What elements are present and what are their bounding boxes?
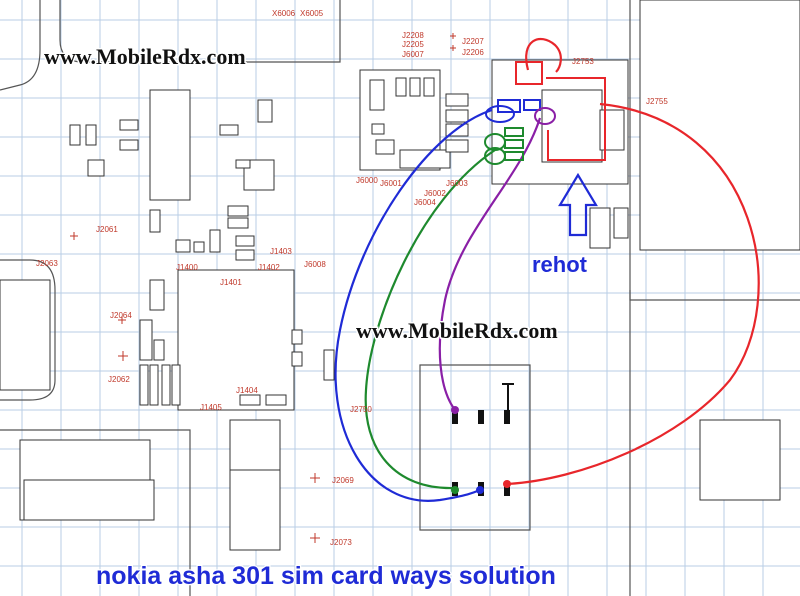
component-block: [235, 235, 255, 247]
component-block: [87, 159, 105, 177]
component-block: [171, 364, 181, 406]
ref-labels: X6006 X6005 J2208 J2207 J2205 J6007 J220…: [36, 9, 668, 547]
ref-j2207: J2207: [462, 37, 484, 46]
ref-j2206: J2206: [462, 48, 484, 57]
ref-j6000: J6000: [356, 176, 378, 185]
component-blocks: [0, 0, 800, 551]
ref-j6004: J6004: [414, 198, 436, 207]
component-block: [229, 469, 281, 551]
component-block: [149, 89, 191, 201]
component-block: [369, 79, 385, 111]
component-block: [23, 479, 155, 521]
diagram-caption: nokia asha 301 sim card ways solution: [96, 562, 556, 590]
rehot-annotation: rehot: [532, 252, 588, 277]
ref-j2061: J2061: [96, 225, 118, 234]
ref-j1402: J1402: [258, 263, 280, 272]
ref-j1400: J1400: [176, 263, 198, 272]
component-block: [371, 123, 385, 135]
component-block: [323, 349, 335, 381]
ref-j2205: J2205: [402, 40, 424, 49]
ref-x6005: X6005: [300, 9, 324, 18]
ref-j2208: J2208: [402, 31, 424, 40]
ref-j6007: J6007: [402, 50, 424, 59]
component-block: [445, 93, 469, 107]
highlight-outlines: [484, 61, 606, 165]
component-block: [375, 139, 395, 155]
component-block: [149, 364, 159, 406]
blue-jumper-wire: [334, 108, 493, 502]
component-block: [227, 217, 249, 229]
component-block: [239, 394, 261, 406]
watermark-middle: www.MobileRdx.com: [356, 318, 558, 343]
ref-j2069: J2069: [332, 476, 354, 485]
component-block: [291, 351, 303, 367]
component-block: [291, 329, 303, 345]
component-block: [85, 124, 97, 146]
component-block: [177, 269, 295, 411]
component-block: [589, 207, 611, 249]
arrow-up-icon: [558, 172, 598, 237]
component-block: [227, 205, 249, 217]
component-block: [149, 279, 165, 311]
ref-j1401: J1401: [220, 278, 242, 287]
component-block: [639, 0, 800, 251]
component-block: [423, 77, 435, 97]
ref-j2750: J2750: [350, 405, 372, 414]
component-block: [599, 109, 625, 151]
component-block: [0, 279, 51, 391]
component-block: [139, 319, 153, 361]
component-block: [235, 159, 251, 169]
ref-j6001: J6001: [380, 179, 402, 188]
component-block: [119, 139, 139, 151]
ref-j2753: J2753: [572, 57, 594, 66]
component-block: [395, 77, 407, 97]
ref-j1404: J1404: [236, 386, 258, 395]
green-jumper-wire: [364, 149, 496, 490]
component-block: [699, 419, 781, 501]
component-block: [613, 207, 629, 239]
purple-jumper-wire: [438, 117, 542, 411]
ref-j2063: J2063: [36, 259, 58, 268]
sim-connector: [452, 383, 514, 496]
component-block: [119, 119, 139, 131]
component-block: [153, 339, 165, 361]
component-block: [229, 419, 281, 471]
component-block: [149, 209, 161, 233]
jumper-wires: [334, 37, 760, 502]
component-block: [219, 124, 239, 136]
component-block: [69, 124, 81, 146]
component-block: [161, 364, 171, 406]
ref-j2073: J2073: [330, 538, 352, 547]
red-jumper-loop: [525, 37, 562, 73]
component-block: [409, 77, 421, 97]
ref-j1405: J1405: [200, 403, 222, 412]
component-block: [265, 394, 287, 406]
component-block: [209, 229, 221, 253]
component-block: [445, 109, 469, 123]
ref-j6002: J6002: [424, 189, 446, 198]
test-point-marks: [70, 33, 456, 543]
ref-j6003: J6003: [446, 179, 468, 188]
ref-j2755: J2755: [646, 97, 668, 106]
component-block: [193, 241, 205, 253]
ref-j1403: J1403: [270, 247, 292, 256]
ref-j6008: J6008: [304, 260, 326, 269]
component-block: [139, 364, 149, 406]
component-block: [175, 239, 191, 253]
component-block: [445, 139, 469, 153]
ref-j2064: J2064: [110, 311, 132, 320]
component-block: [235, 249, 255, 261]
watermark-top: www.MobileRdx.com: [44, 44, 246, 69]
component-block: [541, 89, 603, 163]
wire-endpoints: [451, 406, 511, 494]
ref-x6006: X6006: [272, 9, 296, 18]
red-jumper-wire: [506, 102, 760, 486]
component-block: [257, 99, 273, 123]
ref-j2062: J2062: [108, 375, 130, 384]
